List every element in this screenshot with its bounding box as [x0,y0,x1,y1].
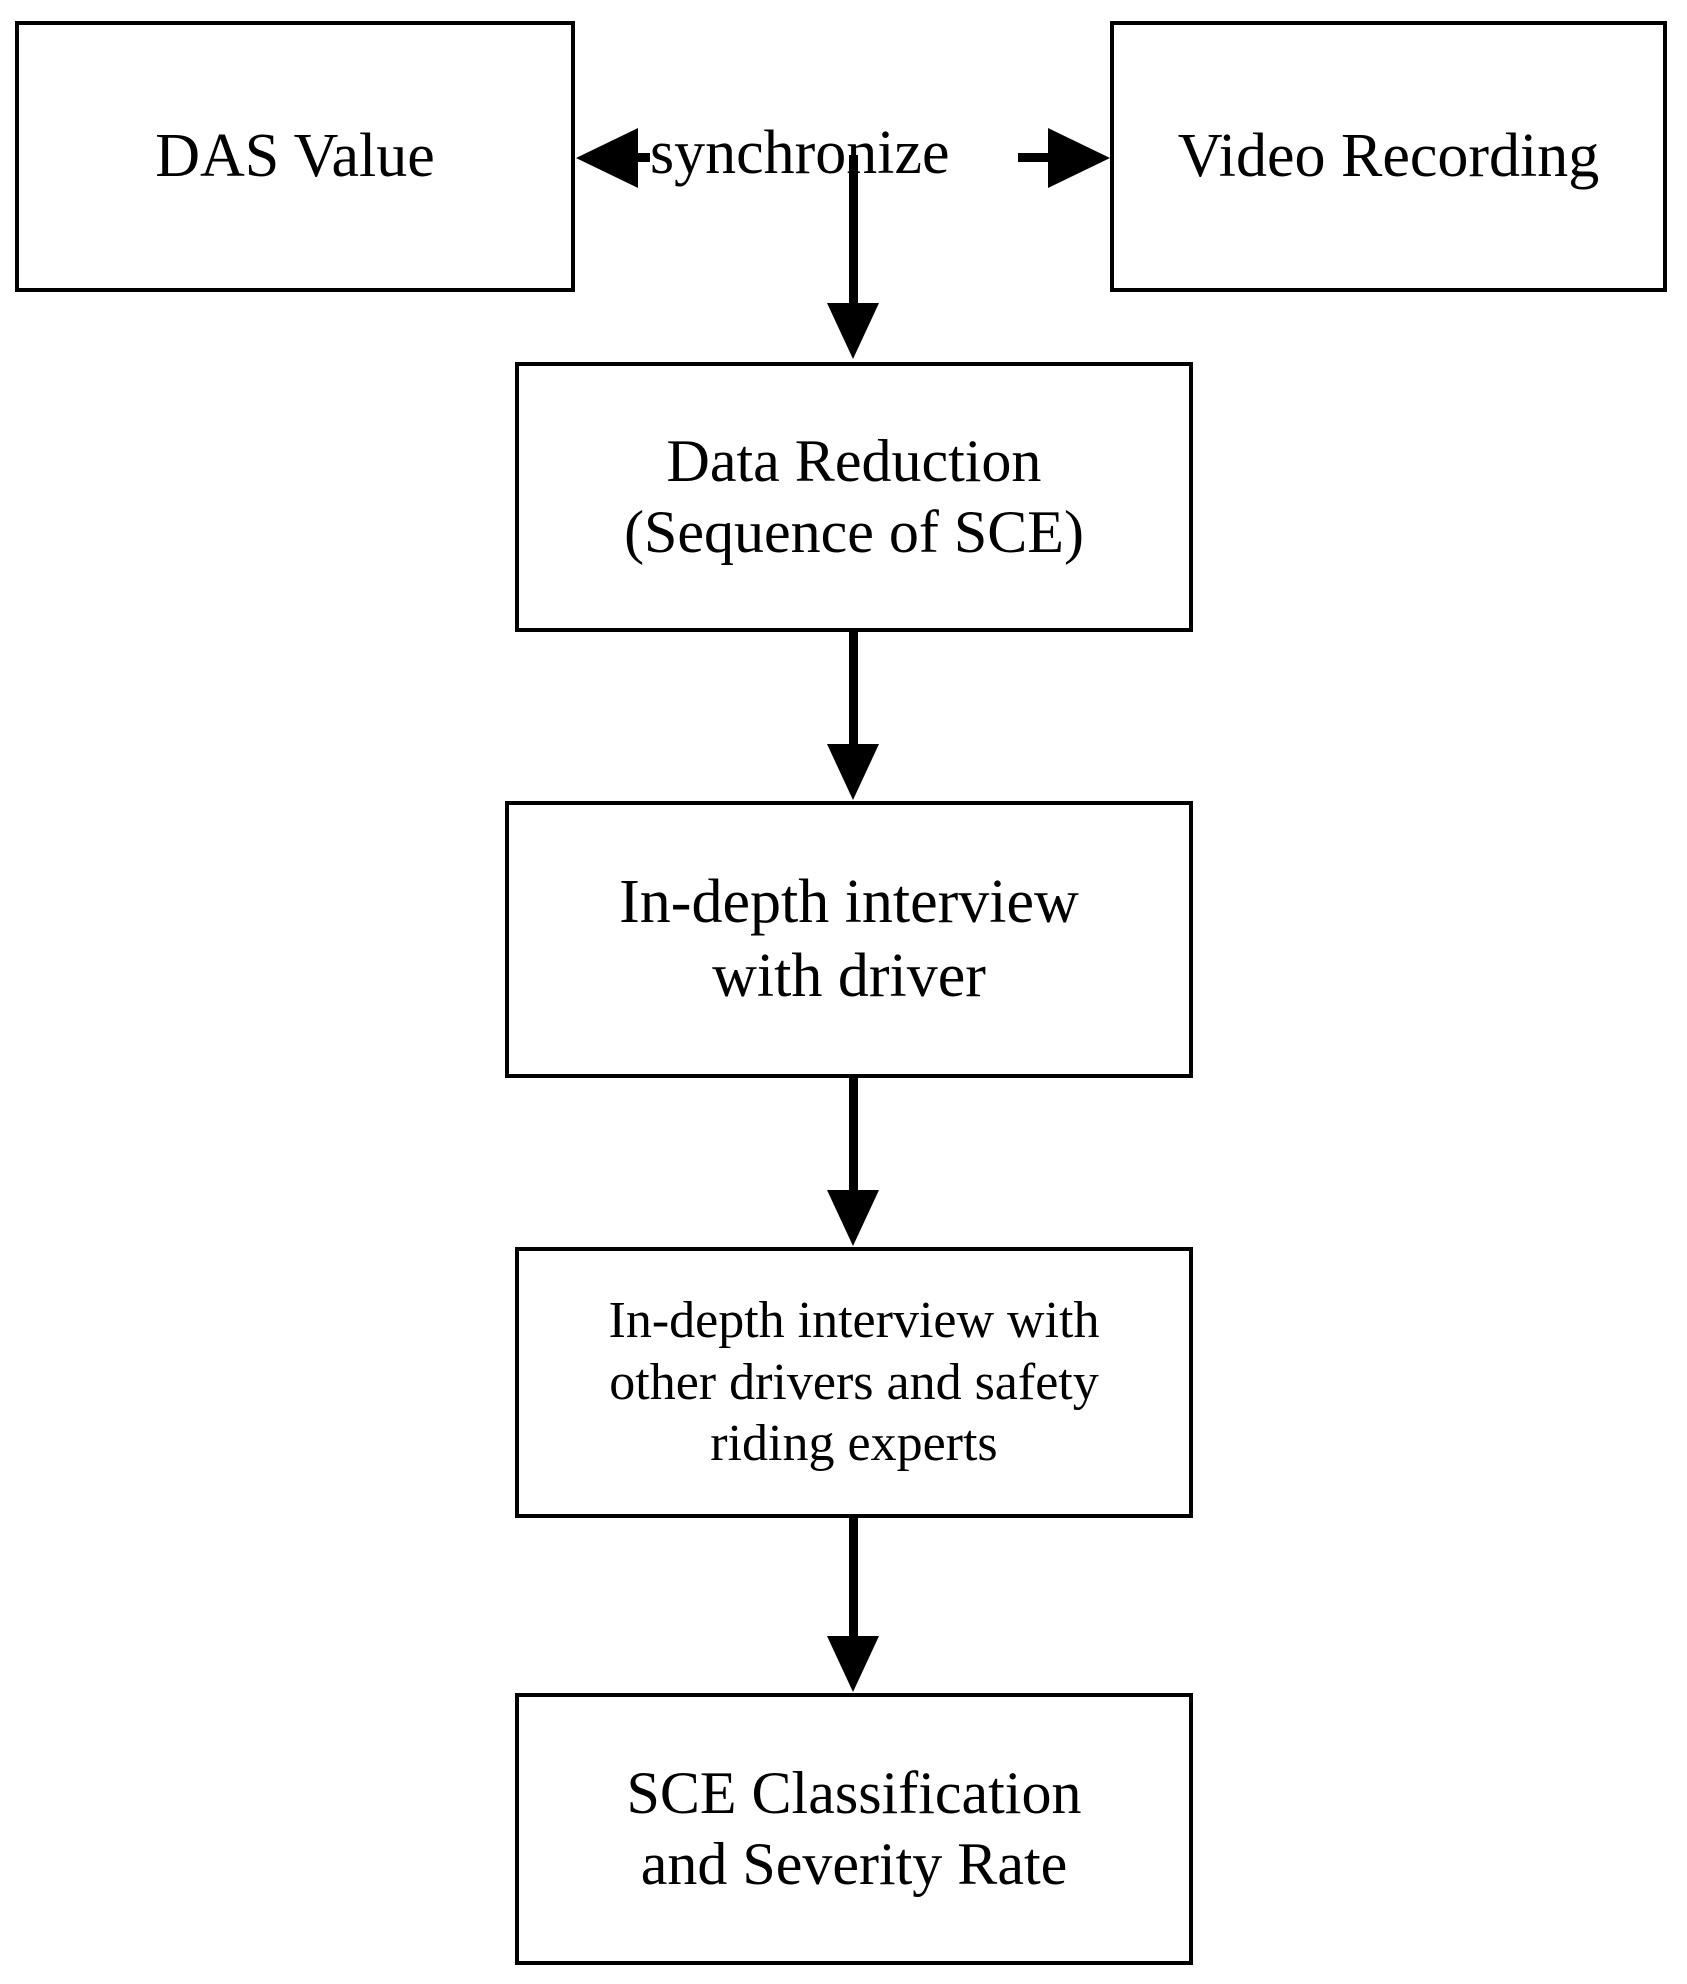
node-das-value: DAS Value [15,21,575,292]
edge-line-interview-driver-to-interview-others [849,1078,858,1191]
synchronize-arrowhead-right-icon [1048,128,1110,188]
node-data-reduction: Data Reduction (Sequence of SCE) [515,362,1193,632]
edge-arrowhead-down-icon [827,303,879,359]
synchronize-line-right [1018,153,1068,162]
node-interview-driver: In-depth interview with driver [505,801,1193,1078]
node-sce-classification: SCE Classification and Severity Rate [515,1693,1193,1965]
edge-line-sync-to-data-reduction [849,155,858,305]
edge-arrowhead-down-icon [827,744,879,800]
synchronize-arrowhead-left-icon [576,128,638,188]
node-video-recording: Video Recording [1110,21,1667,292]
edge-line-interview-others-to-sce-classification [849,1518,858,1637]
node-interview-others: In-depth interview with other drivers an… [515,1247,1193,1518]
edge-arrowhead-down-icon [827,1636,879,1692]
edge-label-synchronize: synchronize [650,119,950,187]
edge-line-data-reduction-to-interview-driver [849,632,858,745]
edge-arrowhead-down-icon [827,1190,879,1246]
